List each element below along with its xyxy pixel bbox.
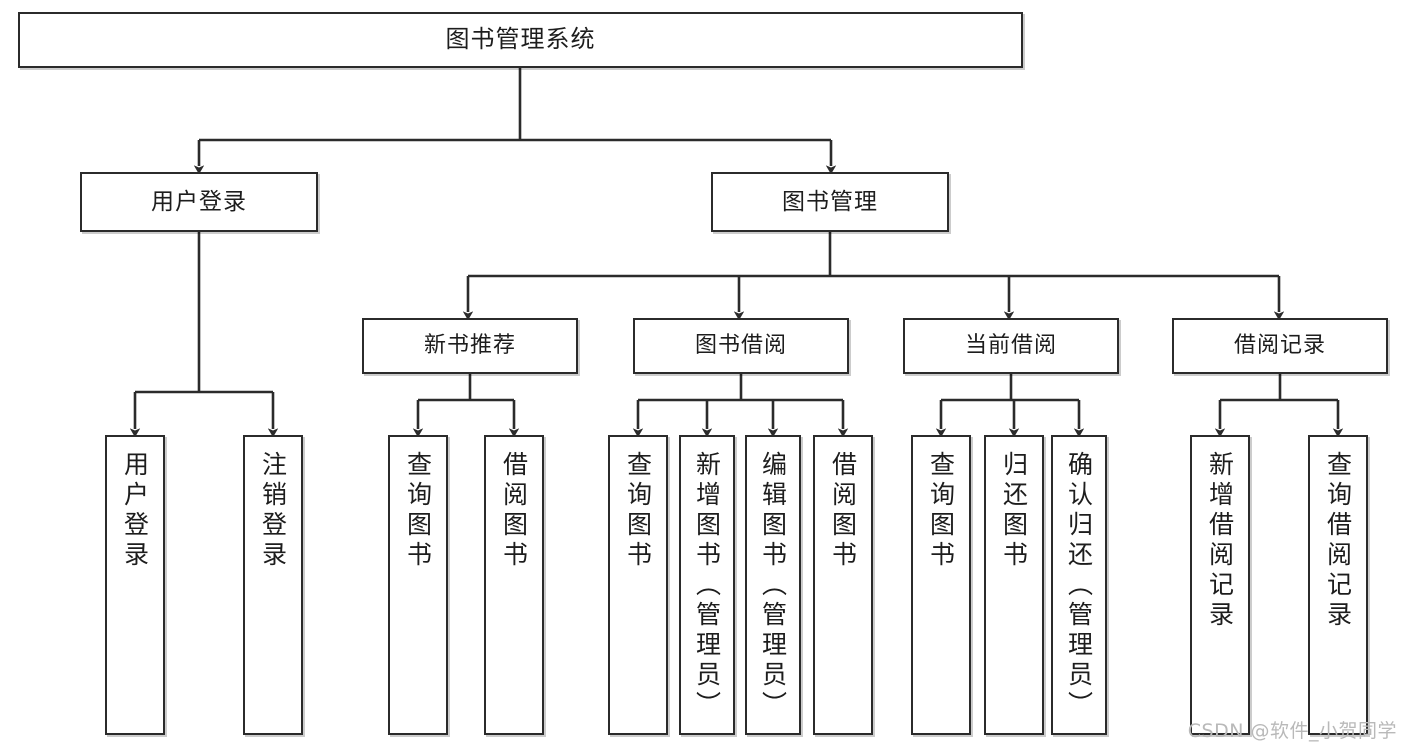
node-leaf-query-book-1-label: 查询图书 bbox=[403, 451, 433, 571]
node-leaf-query-record-label: 查询借阅记录 bbox=[1323, 451, 1353, 631]
node-leaf-borrow-book-1[interactable]: 借阅图书 bbox=[484, 435, 544, 735]
node-leaf-query-book-2-label: 查询图书 bbox=[623, 451, 653, 571]
node-leaf-query-book-1[interactable]: 查询图书 bbox=[388, 435, 448, 735]
node-leaf-confirm-return[interactable]: 确认归还（管理员） bbox=[1051, 435, 1107, 735]
node-root-label: 图书管理系统 bbox=[445, 25, 596, 54]
node-leaf-borrow-book-2-label: 借阅图书 bbox=[828, 451, 858, 571]
node-borrow-record-label: 借阅记录 bbox=[1233, 333, 1326, 359]
node-leaf-borrow-book-2[interactable]: 借阅图书 bbox=[813, 435, 873, 735]
node-user-login-label: 用户登录 bbox=[151, 188, 247, 215]
node-book-manage-label: 图书管理 bbox=[782, 188, 878, 215]
node-borrow-record[interactable]: 借阅记录 bbox=[1172, 318, 1388, 374]
csdn-watermark: CSDN @软件_小贺同学 bbox=[1187, 720, 1397, 742]
node-book-manage[interactable]: 图书管理 bbox=[711, 172, 949, 232]
node-leaf-borrow-book-1-label: 借阅图书 bbox=[499, 451, 529, 571]
node-new-book-recommend[interactable]: 新书推荐 bbox=[362, 318, 578, 374]
node-leaf-return-book-label: 归还图书 bbox=[999, 451, 1029, 571]
node-leaf-query-book-3-label: 查询图书 bbox=[926, 451, 956, 571]
node-leaf-user-login-label: 用户登录 bbox=[120, 451, 150, 571]
node-leaf-add-book[interactable]: 新增图书（管理员） bbox=[679, 435, 735, 735]
node-current-borrow[interactable]: 当前借阅 bbox=[903, 318, 1119, 374]
node-leaf-confirm-return-label: 确认归还（管理员） bbox=[1064, 451, 1094, 721]
node-leaf-add-book-label: 新增图书（管理员） bbox=[692, 451, 722, 721]
node-new-book-recommend-label: 新书推荐 bbox=[423, 333, 516, 359]
node-leaf-user-login[interactable]: 用户登录 bbox=[105, 435, 165, 735]
node-current-borrow-label: 当前借阅 bbox=[964, 333, 1057, 359]
node-root[interactable]: 图书管理系统 bbox=[18, 12, 1023, 68]
node-leaf-user-logout[interactable]: 注销登录 bbox=[243, 435, 303, 735]
node-leaf-query-book-3[interactable]: 查询图书 bbox=[911, 435, 971, 735]
node-book-borrow[interactable]: 图书借阅 bbox=[633, 318, 849, 374]
node-leaf-return-book[interactable]: 归还图书 bbox=[984, 435, 1044, 735]
node-leaf-edit-book-label: 编辑图书（管理员） bbox=[758, 451, 788, 721]
node-leaf-user-logout-label: 注销登录 bbox=[258, 451, 288, 571]
node-user-login[interactable]: 用户登录 bbox=[80, 172, 318, 232]
node-leaf-add-record[interactable]: 新增借阅记录 bbox=[1190, 435, 1250, 735]
node-leaf-add-record-label: 新增借阅记录 bbox=[1205, 451, 1235, 631]
node-leaf-query-book-2[interactable]: 查询图书 bbox=[608, 435, 668, 735]
node-book-borrow-label: 图书借阅 bbox=[694, 333, 787, 359]
node-leaf-edit-book[interactable]: 编辑图书（管理员） bbox=[745, 435, 801, 735]
node-leaf-query-record[interactable]: 查询借阅记录 bbox=[1308, 435, 1368, 735]
